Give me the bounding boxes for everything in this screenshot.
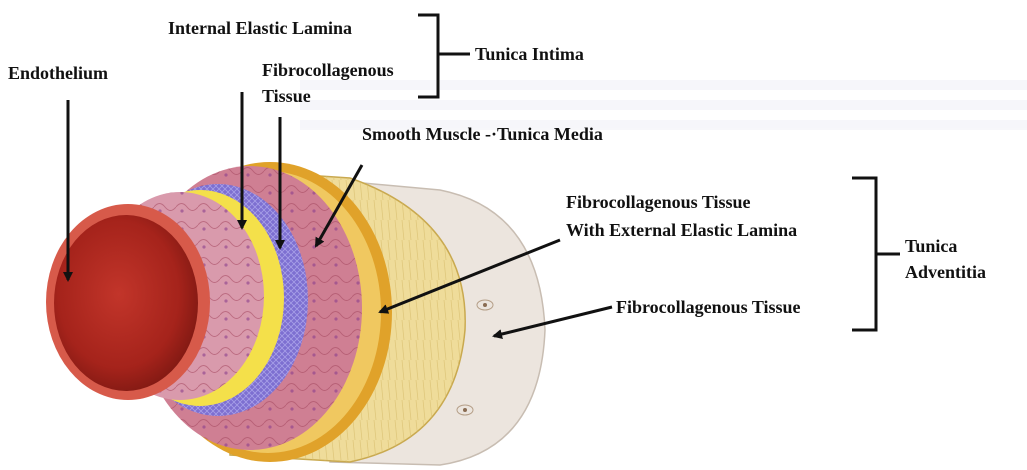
background-stripes xyxy=(300,80,1027,130)
lumen xyxy=(46,204,210,400)
label-endothelium: Endothelium xyxy=(8,63,108,83)
label-tunica-adventitia-line2: Adventitia xyxy=(905,262,986,282)
label-smooth-muscle-tunica-media: Smooth Muscle -·Tunica Media xyxy=(362,124,603,144)
tunica-adventitia-bracket xyxy=(852,178,900,330)
label-fibrocollagenous-intima-line1: Fibrocollagenous xyxy=(262,60,394,80)
label-tunica-adventitia-line1: Tunica xyxy=(905,236,957,256)
label-external-elastic-line1: Fibrocollagenous Tissue xyxy=(566,192,751,212)
label-external-elastic-line2: With External Elastic Lamina xyxy=(566,220,797,240)
label-fibrocollagenous-intima-line2: Tissue xyxy=(262,86,311,106)
label-internal-elastic-lamina: Internal Elastic Lamina xyxy=(168,18,352,38)
label-tunica-intima: Tunica Intima xyxy=(475,44,584,64)
label-outer-fibrocollagenous: Fibrocollagenous Tissue xyxy=(616,297,801,317)
